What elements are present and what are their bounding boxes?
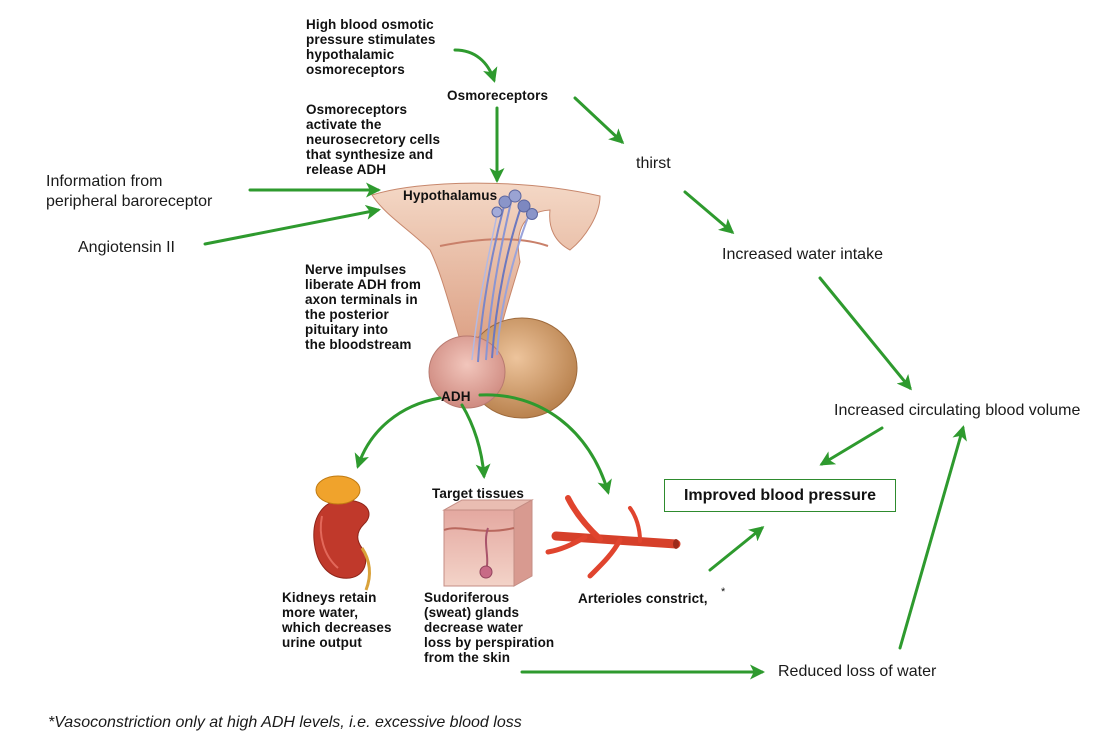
reduced-loss-label: Reduced loss of water (778, 663, 937, 680)
osmoreceptors-label: Osmoreceptors (447, 88, 549, 103)
arrow-to-arterioles (478, 393, 612, 495)
arrow-to-thirst (573, 96, 625, 145)
osmoreceptors-activate-label: Osmoreceptors activate the neurosecretor… (306, 102, 441, 177)
arterioles-asterisk: * (721, 586, 726, 598)
kidney-illustration (313, 475, 371, 591)
sudoriferous-label: Sudoriferous (sweat) glands decrease wat… (424, 590, 555, 665)
nerve-impulses-label: Nerve impulses liberate ADH from axon te… (305, 262, 421, 352)
arrow-to-water-intake (683, 190, 735, 234)
blood-volume-label: Increased circulating blood volume (834, 402, 1081, 419)
flow-arrows (203, 48, 967, 680)
footnote: *Vasoconstriction only at high ADH level… (48, 714, 522, 731)
arrow-volume-to-pressure (819, 426, 884, 466)
improved-blood-pressure-label: Improved blood pressure (683, 486, 877, 504)
arteriole-illustration (545, 495, 681, 579)
arrow-to-osmoreceptors (453, 48, 498, 83)
water-intake-label: Increased water intake (722, 246, 883, 263)
baroreceptor-label: Information from peripheral baroreceptor (46, 173, 213, 210)
skin-tissue-illustration (442, 499, 534, 587)
osmotic-pressure-label: High blood osmotic pressure stimulates h… (306, 17, 436, 77)
improved-blood-pressure-box: Improved blood pressure (664, 479, 896, 512)
arrow-to-target-tissues (460, 403, 491, 479)
arrow-to-blood-volume (818, 276, 912, 391)
arrow-from-angiotensin (203, 204, 381, 246)
thirst-label: thirst (636, 155, 671, 172)
adh-label: ADH (441, 389, 471, 404)
arterioles-label: Arterioles constrict, (578, 591, 708, 606)
arrow-to-kidneys (354, 396, 442, 469)
arrow-arterioles-to-pressure (708, 526, 765, 572)
target-tissues-label: Target tissues (432, 486, 524, 501)
hypothalamus-pituitary-illustration (371, 182, 601, 419)
arrow-reduced-loss-to-volume (898, 425, 967, 650)
kidneys-label: Kidneys retain more water, which decreas… (282, 590, 392, 650)
hypothalamus-label: Hypothalamus (403, 188, 498, 203)
angiotensin-label: Angiotensin II (78, 239, 175, 256)
